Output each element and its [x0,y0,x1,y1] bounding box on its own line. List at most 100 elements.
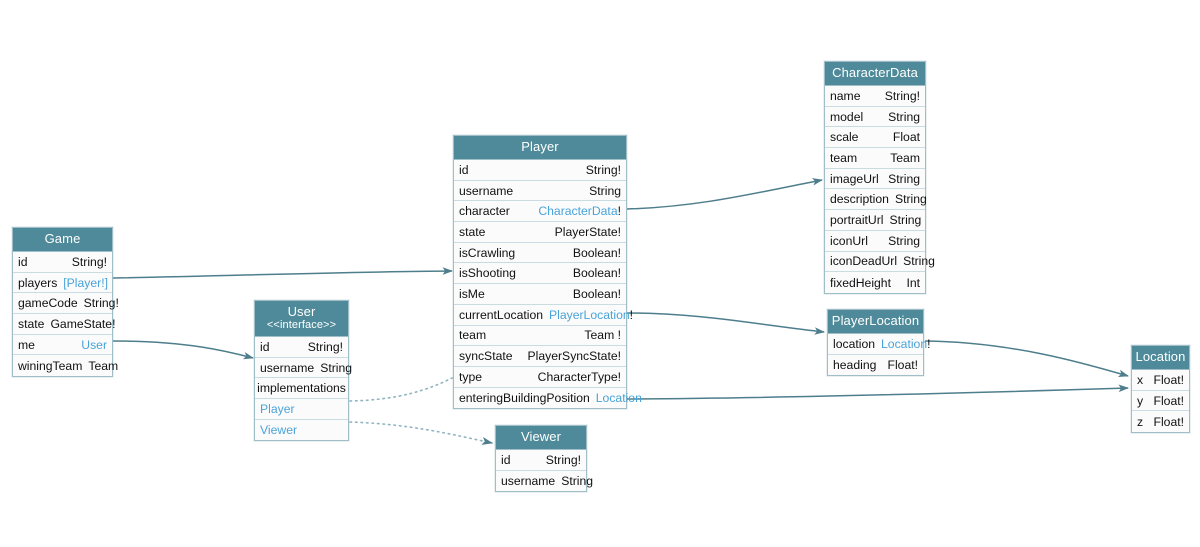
non-null-marker: ! [617,204,621,219]
field-game-players[interactable]: players [Player!] [13,272,112,294]
field-type: Boolean! [572,245,621,260]
field-player-team[interactable]: team Team ! [454,325,626,347]
field-characterdata-team[interactable]: team Team [825,148,925,169]
user-implementations-label: implementations [255,378,348,400]
field-name: isShooting [459,266,516,281]
implementation-name[interactable]: Viewer [260,423,298,438]
field-name: team [830,150,858,165]
field-name: heading [833,358,877,373]
field-characterdata-iconurl[interactable]: iconUrl String [825,230,925,252]
field-name: iconDeadUrl [830,254,898,269]
field-type: String [888,109,920,124]
field-player-character[interactable]: character CharacterData! [454,201,626,223]
field-location-z[interactable]: z Float! [1132,411,1189,433]
field-viewer-id[interactable]: id String! [496,450,586,471]
field-type[interactable]: User [81,337,107,352]
non-null-marker: ! [629,307,634,322]
field-name: portraitUrl [830,212,884,227]
entity-viewer[interactable]: Viewer id String! username String [495,425,593,493]
field-type: String! [307,339,343,354]
field-location-x[interactable]: x Float! [1132,370,1189,391]
edge-player-enteringbuildingposition-to-location [626,384,1130,400]
field-name: gameCode [18,296,78,311]
field-game-winingteam[interactable]: winingTeam Team [13,355,118,377]
field-player-isme[interactable]: isMe Boolean! [454,284,626,305]
edge-game-players-to-player [112,267,454,279]
field-characterdata-icondeadurl[interactable]: iconDeadUrl String [825,251,935,273]
entity-game[interactable]: Game id String! players [Player!] gameCo… [12,227,119,378]
field-name: players [18,275,58,290]
field-type[interactable]: CharacterData [538,204,618,219]
field-player-enteringbuildingposition[interactable]: enteringBuildingPosition Location [454,387,642,409]
field-location-y[interactable]: y Float! [1132,390,1189,412]
field-name: username [459,183,514,198]
field-player-id[interactable]: id String! [454,160,626,181]
field-playerlocation-location[interactable]: location Location! [828,334,930,355]
field-type: PlayerState! [554,224,621,239]
field-user-username[interactable]: username String [255,357,352,379]
field-characterdata-name[interactable]: name String! [825,86,925,107]
field-type[interactable]: Location [595,390,642,405]
field-type[interactable]: PlayerLocation [549,307,630,322]
entity-playerlocation[interactable]: PlayerLocation location Location! headin… [827,309,930,377]
field-characterdata-portraiturl[interactable]: portraitUrl String [825,210,925,231]
field-game-gamecode[interactable]: gameCode String! [13,293,119,315]
field-type: String [888,233,920,248]
field-name: type [459,369,483,384]
field-viewer-username[interactable]: username String [496,470,593,492]
field-type: String! [884,88,920,103]
field-name: id [260,339,270,354]
field-name: x [1137,372,1144,387]
non-null-marker: ! [927,336,931,351]
field-type: String [903,254,935,269]
field-characterdata-scale[interactable]: scale Float [825,127,925,149]
entity-game-title: Game [13,228,112,252]
field-type[interactable]: Location [881,336,928,351]
field-characterdata-imageurl[interactable]: imageUrl String [825,168,925,190]
field-name: username [501,474,556,489]
field-player-iscrawling[interactable]: isCrawling Boolean! [454,242,626,264]
entity-location-title: Location [1132,346,1189,370]
field-type[interactable]: [Player!] [63,275,109,290]
field-type-group[interactable]: Location! [881,337,930,351]
field-name: id [501,452,511,467]
user-implementation-player[interactable]: Player [255,399,348,420]
entity-player[interactable]: Player id String! username String charac… [453,135,642,410]
field-player-type[interactable]: type CharacterType! [454,366,626,388]
field-type: Float! [1153,393,1184,408]
field-characterdata-fixedheight[interactable]: fixedHeight Int [825,272,925,293]
field-user-id[interactable]: id String! [255,337,348,358]
field-player-state[interactable]: state PlayerState! [454,222,626,243]
field-player-currentlocation[interactable]: currentLocation PlayerLocation! [454,304,633,326]
field-type-group[interactable]: CharacterData! [538,204,621,218]
entity-playerlocation-title: PlayerLocation [828,310,923,334]
field-type: Team [88,358,119,373]
field-characterdata-model[interactable]: model String [825,106,925,128]
field-name: imageUrl [830,171,879,186]
field-name: winingTeam [18,358,83,373]
entity-location[interactable]: Location x Float! y Float! z Float! [1131,345,1190,434]
field-player-syncstate[interactable]: syncState PlayerSyncState! [454,346,626,367]
field-game-me[interactable]: me User [13,334,112,356]
field-playerlocation-heading[interactable]: heading Float! [828,354,923,376]
field-player-username[interactable]: username String [454,180,626,202]
field-name: team [459,328,487,343]
field-player-isshooting[interactable]: isShooting Boolean! [454,263,626,285]
implementation-name[interactable]: Player [260,401,295,416]
entity-characterdata[interactable]: CharacterData name String! model String … [824,61,935,294]
user-implementation-viewer[interactable]: Viewer [255,419,348,441]
field-characterdata-description[interactable]: description String [825,189,927,211]
field-name: location [833,336,876,351]
field-game-state[interactable]: state GameState! [13,314,115,335]
entity-user-title: User <<interface>> [255,301,348,337]
field-name: isCrawling [459,245,516,260]
field-game-id[interactable]: id String! [13,252,112,273]
field-name: character [459,204,510,219]
field-type: Float! [1153,414,1184,429]
entity-user[interactable]: User <<interface>> id String! username S… [254,300,352,442]
field-name: me [18,337,35,352]
field-type: PlayerSyncState! [527,349,621,364]
field-type-group[interactable]: PlayerLocation! [549,308,633,322]
field-type: Boolean! [572,266,621,281]
